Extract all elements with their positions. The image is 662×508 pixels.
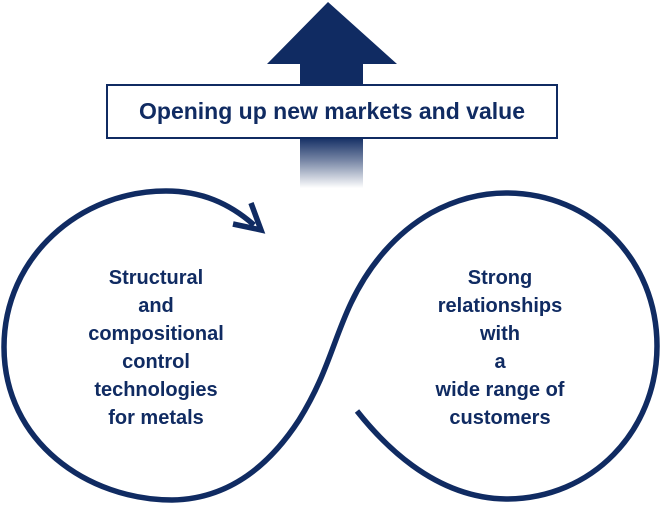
left-loop-line: control [122, 351, 190, 373]
right-loop-line: relationships [437, 295, 563, 317]
right-loop-line: with [480, 323, 520, 345]
left-loop-line: and [138, 295, 174, 317]
infinity-loop-path [1, 188, 660, 503]
right-loop-text: Strong relationships with a wide range o… [385, 264, 615, 432]
right-loop-line: customers [449, 407, 551, 429]
left-loop-line: for metals [108, 407, 204, 429]
left-loop-text: Structural and compositional control tec… [41, 264, 271, 432]
banner-label: Opening up new markets and value [139, 98, 525, 124]
right-loop-line: wide range of [435, 379, 565, 401]
left-loop-line: compositional [88, 323, 224, 345]
banner: Opening up new markets and value [106, 84, 558, 139]
loop-arrowhead-icon [232, 202, 266, 234]
right-loop-line: Strong [467, 267, 533, 289]
left-loop-line: technologies [94, 379, 218, 401]
left-loop-line: Structural [108, 267, 204, 289]
right-loop-line: a [494, 351, 506, 373]
